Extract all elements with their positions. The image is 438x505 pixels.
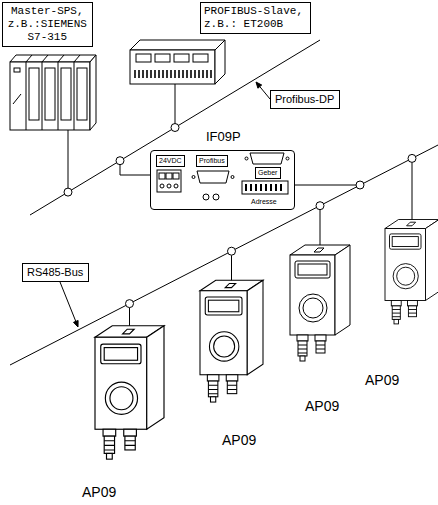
bus-drop — [412, 162, 413, 224]
et200b-top — [130, 40, 225, 50]
dip-switch — [242, 181, 288, 194]
leader-line — [260, 87, 270, 99]
profibus-bus — [30, 40, 320, 215]
et200b-module — [130, 40, 225, 84]
terminal-screw — [167, 184, 171, 188]
connector-screw — [286, 157, 289, 160]
bus-tap — [116, 157, 124, 165]
terminal-cover — [193, 54, 208, 62]
module-cover — [29, 68, 39, 120]
bus-tap — [356, 181, 364, 189]
bus-drop — [120, 165, 150, 175]
device-name: AP09 — [82, 484, 116, 500]
leader-arrowhead — [74, 321, 79, 328]
module-cover — [77, 68, 87, 120]
dip-levers — [246, 184, 281, 191]
terminal-screw — [160, 184, 164, 188]
et200b-side — [215, 40, 225, 84]
device-name: IF09P — [206, 129, 241, 144]
leader-line — [60, 282, 76, 321]
slave-label-box: PROFIBUS-Slave, z.B.: ET200B — [200, 2, 311, 34]
bus-label-box: RS485-Bus — [22, 263, 89, 282]
module-dividers — [26, 55, 80, 130]
box-text: 24VDC — [159, 157, 182, 165]
bus-tap — [316, 202, 324, 210]
box-text: PROFIBUS-Slave, z.B.: ET200B — [204, 5, 306, 31]
bus-drop — [68, 130, 69, 188]
module-cover — [45, 68, 55, 120]
plc-side — [90, 55, 96, 130]
sub-d-connector — [250, 153, 284, 164]
terminal-cell — [173, 173, 179, 179]
leader-arrowhead — [256, 82, 262, 88]
terminal-block — [157, 170, 181, 192]
panel-parts — [157, 153, 289, 200]
box-text: Profibus-DP — [275, 93, 334, 106]
controller-label-box: Master-SPS, z.B.:SIEMENS S7-315 — [2, 2, 93, 47]
port-label-box: 24VDC — [156, 155, 185, 167]
box-text: Master-SPS, z.B.:SIEMENS S7-315 — [6, 5, 89, 44]
sub-d-connector — [197, 171, 229, 183]
plc-led — [14, 68, 20, 72]
bus-line — [30, 40, 320, 215]
box-text: Profibus — [199, 157, 225, 165]
box-text: Adresse — [251, 197, 277, 206]
connector-screw — [231, 176, 234, 179]
ap09-device — [290, 245, 350, 361]
device-name: AP09 — [305, 398, 339, 414]
status-led — [213, 194, 219, 200]
connector-screw — [192, 176, 195, 179]
plc-front — [10, 62, 90, 130]
bus-tap — [408, 154, 416, 162]
ap09-device — [95, 326, 164, 459]
bus-drop — [320, 210, 321, 250]
terminal-screw — [174, 184, 178, 188]
plc-top — [10, 55, 96, 62]
plc-rack — [10, 55, 96, 130]
bus-tap — [126, 300, 134, 308]
terminal-cell — [159, 173, 165, 179]
port-label-box: Profibus — [196, 155, 228, 167]
bus-drop — [295, 185, 356, 186]
et200b-front — [130, 50, 215, 84]
port-label-box: Geber — [255, 167, 281, 179]
plc-switch — [13, 94, 21, 104]
box-text: RS485-Bus — [27, 266, 83, 279]
box-text: Geber — [258, 169, 277, 177]
bus-tap — [64, 188, 72, 196]
device-name: AP09 — [222, 432, 256, 448]
device-name: AP09 — [365, 372, 399, 388]
ap09-device — [200, 280, 263, 402]
ap09-device — [385, 220, 438, 324]
bus-label-box: Profibus-DP — [270, 90, 340, 109]
terminal-cover — [155, 54, 170, 62]
interface-panel: IF09PAdresse24VDCProfibusGeber — [150, 150, 295, 210]
terminal-cover — [174, 54, 189, 62]
bus-tap — [228, 247, 236, 255]
bus-drop — [175, 84, 176, 124]
bus-tap — [171, 124, 179, 132]
terminal-cover — [136, 54, 151, 62]
terminal-row — [135, 70, 211, 78]
terminal-cell — [166, 173, 172, 179]
module-cover — [61, 68, 71, 120]
connector-screw — [245, 157, 248, 160]
status-led — [203, 194, 209, 200]
